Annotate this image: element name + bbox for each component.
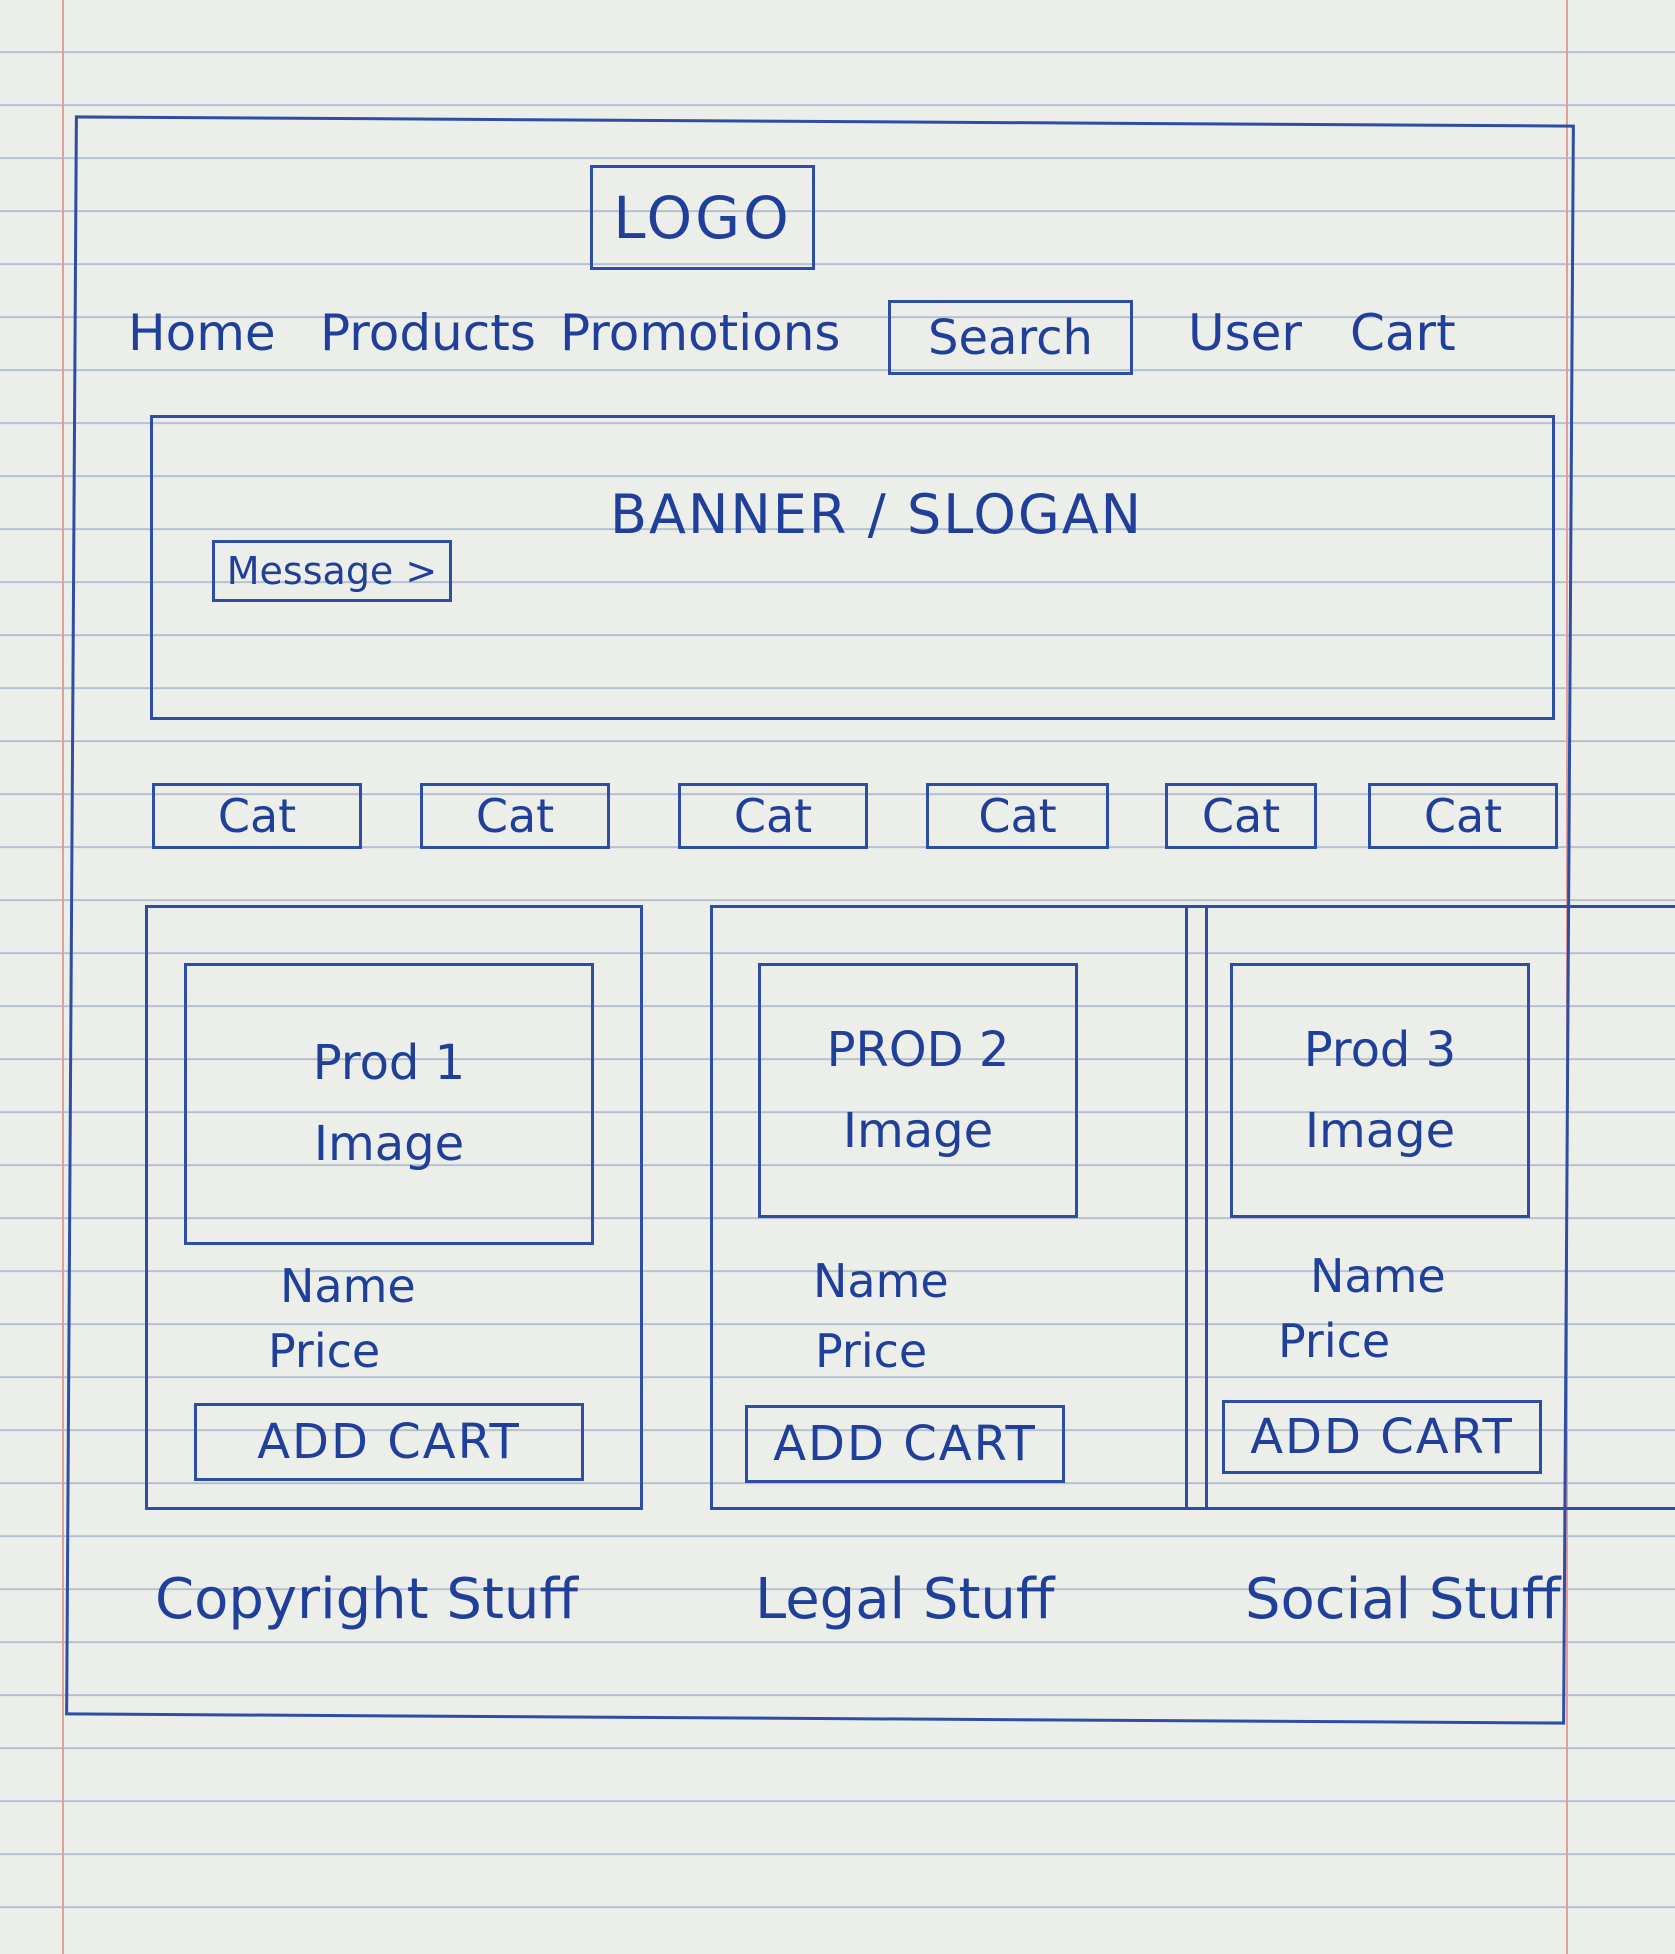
add-cart-button[interactable]: ADD CART	[745, 1405, 1065, 1483]
category-button-5[interactable]: Cat	[1165, 783, 1317, 849]
product-price: Price	[268, 1324, 381, 1378]
category-label: Cat	[1423, 789, 1503, 843]
category-button-3[interactable]: Cat	[678, 783, 868, 849]
category-label: Cat	[978, 789, 1057, 843]
footer-social: Social Stuff	[1245, 1567, 1561, 1632]
right-margin-line	[1566, 0, 1568, 1954]
category-button-1[interactable]: Cat	[152, 783, 362, 849]
add-cart-label: ADD CART	[257, 1414, 521, 1470]
left-margin-line	[62, 0, 64, 1954]
message-button-label: Message >	[226, 549, 438, 593]
product-image-placeholder[interactable]: Prod 1 Image	[184, 963, 594, 1245]
search-label: Search	[928, 309, 1093, 366]
product-card: Prod 1 Image Name Price ADD CART	[145, 905, 643, 1510]
product-card: PROD 2 Image Name Price ADD CART	[710, 905, 1208, 1510]
category-label: Cat	[217, 789, 297, 843]
product-name: Name	[1310, 1249, 1446, 1303]
category-button-4[interactable]: Cat	[926, 783, 1109, 849]
product-name: Name	[813, 1254, 949, 1308]
banner-title: BANNER / SLOGAN	[610, 483, 1144, 546]
product-image-placeholder[interactable]: PROD 2 Image	[758, 963, 1078, 1218]
product-price: Price	[815, 1324, 928, 1378]
category-label: Cat	[1201, 789, 1281, 843]
category-button-6[interactable]: Cat	[1368, 783, 1558, 849]
add-cart-button[interactable]: ADD CART	[1222, 1400, 1542, 1474]
hero-banner	[150, 415, 1555, 720]
category-label: Cat	[475, 789, 555, 843]
search-box[interactable]: Search	[888, 300, 1133, 375]
logo-text: LOGO	[613, 183, 792, 252]
logo-box[interactable]: LOGO	[590, 165, 815, 270]
add-cart-label: ADD CART	[773, 1416, 1037, 1472]
product-price: Price	[1278, 1314, 1391, 1368]
message-button[interactable]: Message >	[212, 540, 452, 602]
cart-link[interactable]: Cart	[1350, 304, 1456, 362]
product-name: Name	[280, 1259, 416, 1313]
nav-item-home[interactable]: Home	[128, 304, 276, 362]
add-cart-label: ADD CART	[1250, 1409, 1514, 1465]
product-image-title: Prod 3	[1303, 1021, 1457, 1078]
product-image-label: Image	[1304, 1102, 1456, 1159]
user-link[interactable]: User	[1188, 304, 1302, 362]
category-label: Cat	[733, 789, 813, 843]
product-card: Prod 3 Image Name Price ADD CART	[1185, 905, 1675, 1510]
product-image-label: Image	[842, 1102, 994, 1159]
product-image-title: PROD 2	[826, 1021, 1010, 1078]
footer-legal: Legal Stuff	[755, 1567, 1055, 1632]
product-image-label: Image	[313, 1116, 465, 1172]
nav-item-promotions[interactable]: Promotions	[560, 304, 841, 362]
product-image-placeholder[interactable]: Prod 3 Image	[1230, 963, 1530, 1218]
nav-item-products[interactable]: Products	[320, 304, 536, 362]
add-cart-button[interactable]: ADD CART	[194, 1403, 584, 1481]
category-button-2[interactable]: Cat	[420, 783, 610, 849]
product-image-title: Prod 1	[312, 1035, 466, 1092]
footer-copyright: Copyright Stuff	[155, 1567, 579, 1632]
